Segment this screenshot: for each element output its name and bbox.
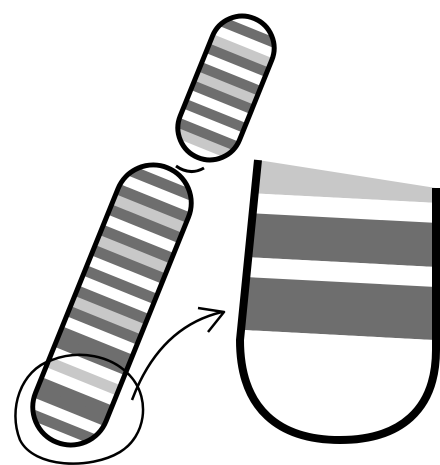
centromere	[176, 166, 204, 172]
chromosome-short-arm	[166, 6, 285, 171]
chromosome-long-arm	[19, 153, 204, 458]
magnified-band-6	[223, 329, 440, 450]
magnified-segment	[223, 159, 440, 450]
